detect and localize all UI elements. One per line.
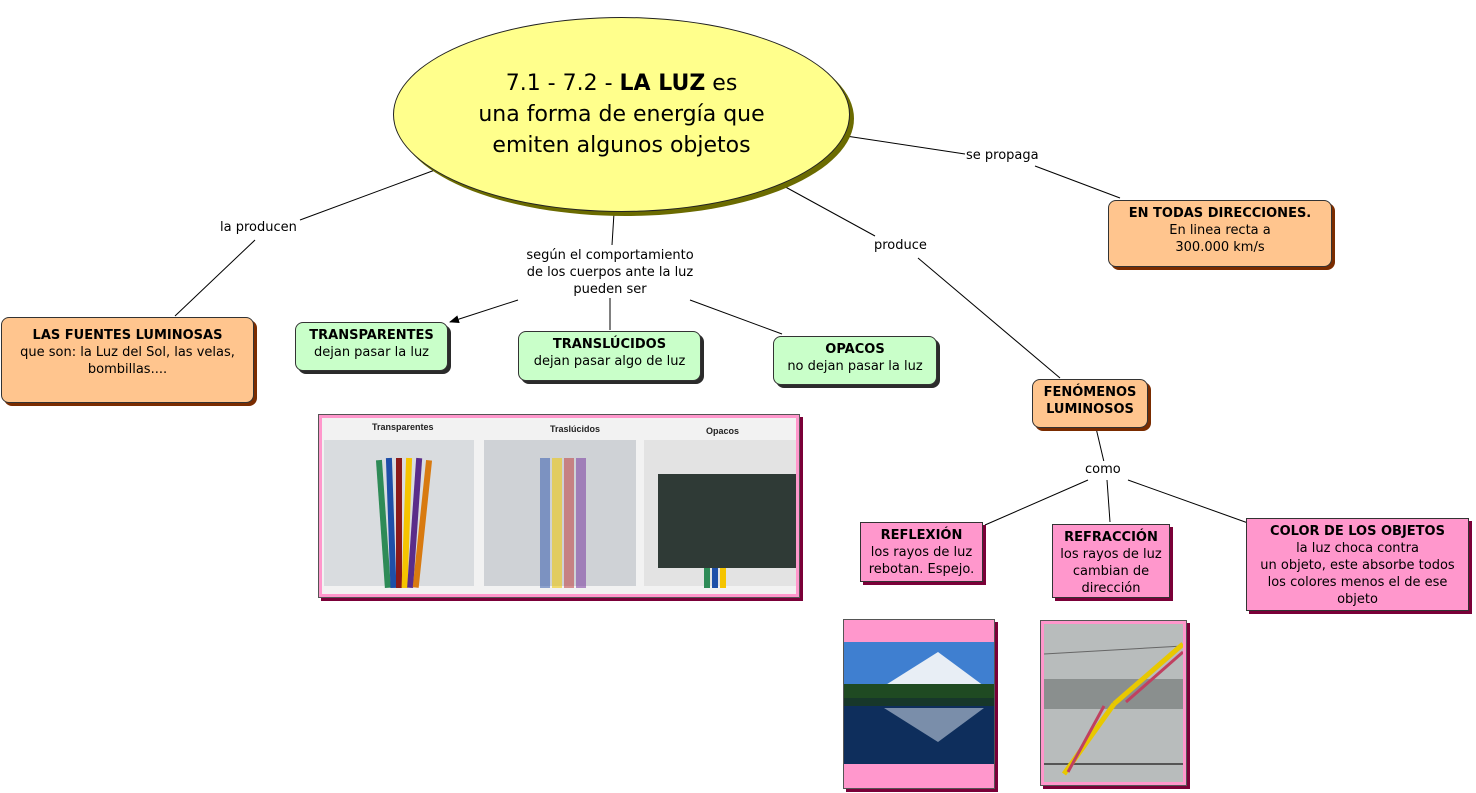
node-text: bombillas.... (87, 362, 168, 377)
caption-opacos: Opacos (706, 426, 739, 436)
node-todas-direcciones[interactable]: EN TODAS DIRECCIONES. En linea recta a 3… (1108, 200, 1332, 267)
node-title: TRANSPARENTES (309, 328, 434, 343)
node-title: COLOR DE LOS OBJETOS (1270, 524, 1445, 539)
node-text: 300.000 km/s (1175, 240, 1265, 255)
caption-transparentes: Transparentes (372, 422, 434, 432)
link-line (611, 212, 615, 246)
node-text: dejan pasar algo de luz (533, 354, 686, 369)
link-line (299, 169, 436, 221)
pencils-photo: Transparentes Traslúcidos Opacos (318, 414, 800, 598)
link-label-la-producen: la producen (220, 219, 297, 236)
node-text: dirección (1081, 581, 1141, 596)
link-line (689, 299, 783, 335)
node-title: REFLEXIÓN (880, 528, 963, 543)
node-opacos[interactable]: OPACOS no dejan pasar la luz (773, 336, 937, 385)
node-fenomenos-luminosos[interactable]: FENÓMENOS LUMINOSOS (1032, 379, 1148, 428)
node-text: los rayos de luz (870, 545, 973, 560)
link-line (449, 299, 519, 324)
central-line1-bold: LA LUZ (619, 71, 706, 96)
pencil-in-water-illustration (1044, 624, 1183, 782)
node-color-objetos[interactable]: COLOR DE LOS OBJETOS la luz choca contra… (1246, 518, 1469, 611)
node-text: objeto (1337, 592, 1378, 607)
pencils-blurred (540, 458, 586, 588)
mountain-lake-illustration (844, 642, 994, 764)
node-text: que son: la Luz del Sol, las velas, (20, 345, 235, 360)
node-text: En linea recta a (1169, 223, 1271, 238)
link-line (1095, 427, 1105, 463)
node-text: los rayos de luz (1060, 547, 1162, 562)
central-concept[interactable]: 7.1 - 7.2 - LA LUZ es una forma de energ… (393, 17, 850, 212)
node-text: cambian de (1072, 564, 1150, 579)
link-line (174, 239, 256, 317)
node-translucidos[interactable]: TRANSLÚCIDOS dejan pasar algo de luz (518, 331, 701, 381)
node-title: LAS FUENTES LUMINOSAS (32, 328, 223, 343)
link-label-como: como (1085, 461, 1121, 478)
node-title: OPACOS (825, 342, 885, 357)
link-line (845, 135, 966, 155)
node-text: la luz choca contra (1296, 541, 1419, 556)
node-refraccion[interactable]: REFRACCIÓN los rayos de luz cambian de d… (1052, 524, 1170, 598)
refraction-photo (1040, 620, 1187, 786)
link-line (984, 479, 1089, 526)
node-title: LUMINOSOS (1046, 402, 1134, 417)
node-title: FENÓMENOS (1043, 385, 1137, 400)
segun-line3: pueden ser (573, 282, 647, 297)
link-line (1106, 479, 1111, 523)
link-line (1034, 165, 1121, 199)
pencils-clear (375, 457, 433, 589)
node-title: EN TODAS DIRECCIONES. (1128, 206, 1312, 221)
central-line3: emiten algunos objetos (492, 133, 751, 158)
segun-line2: de los cuerpos ante la luz (526, 265, 694, 280)
node-text: un objeto, este absorbe todos (1260, 558, 1455, 573)
central-line2: una forma de energía que (478, 102, 765, 127)
segun-line1: según el comportamiento (526, 248, 694, 263)
node-text: no dejan pasar la luz (787, 359, 923, 374)
node-transparentes[interactable]: TRANSPARENTES dejan pasar la luz (295, 322, 448, 371)
central-line1-post: es (705, 71, 738, 96)
link-line (1127, 479, 1249, 524)
node-title: REFRACCIÓN (1064, 530, 1158, 545)
central-line1-pre: 7.1 - 7.2 - (505, 71, 620, 96)
opaque-board (658, 474, 796, 568)
node-text: rebotan. Espejo. (868, 562, 975, 577)
link-label-segun: según el comportamiento de los cuerpos a… (516, 247, 704, 298)
node-text: dejan pasar la luz (313, 345, 430, 360)
node-fuentes-luminosas[interactable]: LAS FUENTES LUMINOSAS que son: la Luz de… (1, 317, 254, 403)
link-label-produce: produce (874, 237, 927, 254)
reflection-photo (843, 619, 995, 789)
node-title: TRANSLÚCIDOS (552, 337, 667, 352)
link-line (917, 257, 1061, 379)
node-text: los colores menos el de ese (1267, 575, 1448, 590)
pencils-illustration: Transparentes Traslúcidos Opacos (324, 422, 796, 589)
link-label-se-propaga: se propaga (966, 147, 1039, 164)
caption-translucidos: Traslúcidos (550, 424, 600, 434)
node-reflexion[interactable]: REFLEXIÓN los rayos de luz rebotan. Espe… (860, 522, 983, 582)
link-line (779, 183, 876, 237)
